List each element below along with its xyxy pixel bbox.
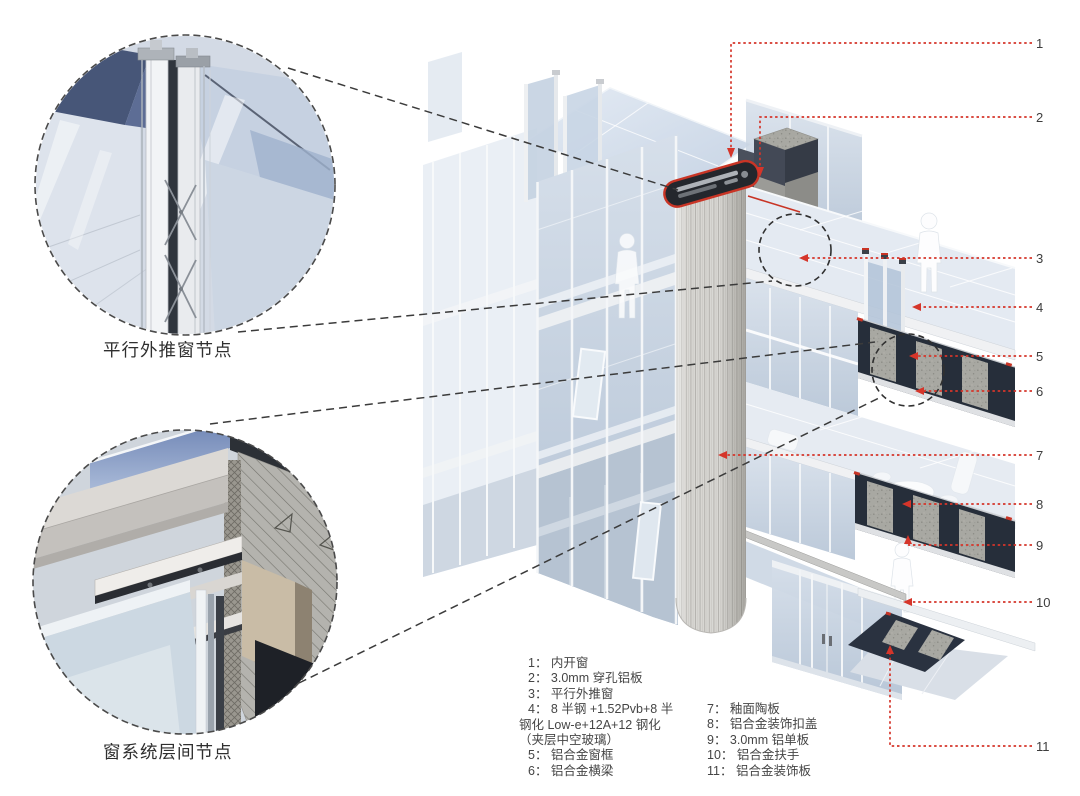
callout-marker-11: 11 bbox=[1036, 739, 1050, 754]
legend-line: 3： 平行外推窗 bbox=[528, 686, 614, 701]
legend-line: 8： 铝合金装饰扣盖 bbox=[707, 717, 818, 732]
legend-line: 1： 内开窗 bbox=[528, 656, 589, 670]
callout-marker-7: 7 bbox=[1036, 448, 1044, 463]
main-glass-facade bbox=[536, 134, 679, 625]
open-window-sash bbox=[571, 347, 663, 581]
zoom-target-circle-top bbox=[758, 213, 832, 287]
zoom-target-circle-mid bbox=[871, 333, 945, 407]
legend-line: 2： 3.0mm 穿孔铝板 bbox=[528, 671, 643, 686]
leader-lines bbox=[725, 42, 1032, 747]
legend-line: （夹层中空玻璃） bbox=[519, 733, 620, 748]
legend-line: 6： 铝合金横梁 bbox=[528, 763, 614, 778]
person-figure-tower bbox=[614, 233, 640, 319]
section-cut-c bbox=[848, 587, 1036, 700]
legend-line: 5： 铝合金窗框 bbox=[528, 748, 614, 763]
section-cut-a bbox=[856, 317, 1016, 427]
callout-marker-8: 8 bbox=[1036, 497, 1044, 512]
person-figure-roof bbox=[916, 212, 942, 293]
callout-marker-10: 10 bbox=[1036, 595, 1051, 610]
detail-label-window-node: 平行外推窗节点 bbox=[103, 340, 233, 360]
person-figure-lower bbox=[890, 542, 914, 613]
detail-view-floor-node bbox=[32, 429, 338, 735]
terrace-balustrade bbox=[862, 248, 906, 336]
callout-marker-2: 2 bbox=[1036, 110, 1044, 125]
legend-line: 10： 铝合金扶手 bbox=[707, 748, 800, 763]
leader-arrowheads bbox=[718, 148, 924, 654]
left-wing-glass bbox=[423, 52, 537, 577]
legend-line: 9： 3.0mm 铝单板 bbox=[707, 732, 810, 747]
legend-line: 11： 铝合金装饰板 bbox=[707, 763, 811, 778]
callout-marker-6: 6 bbox=[1036, 384, 1044, 399]
leader-line-2 bbox=[759, 116, 1032, 170]
right-wing bbox=[699, 98, 1036, 700]
detail-connector-lines bbox=[209, 67, 884, 684]
callout-marker-5: 5 bbox=[1036, 349, 1044, 364]
detail-view-window-node bbox=[34, 34, 336, 336]
detail-label-floor-node: 窗系统层间节点 bbox=[103, 742, 233, 762]
legend-line: 4： 8 半钢 +1.52Pvb+8 半 bbox=[528, 702, 674, 717]
legend-line: 7： 釉面陶板 bbox=[707, 702, 780, 716]
building-model bbox=[423, 52, 1036, 700]
leader-line-1 bbox=[730, 42, 1032, 150]
callout-marker-4: 4 bbox=[1036, 300, 1044, 315]
callout-marker-1: 1 bbox=[1036, 36, 1044, 51]
callout-marker-3: 3 bbox=[1036, 251, 1044, 266]
section-cut-b bbox=[853, 471, 1016, 578]
terracotta-column bbox=[663, 159, 760, 634]
callout-marker-9: 9 bbox=[1036, 538, 1044, 553]
legend-line: 钢化 Low-e+12A+12 钢化 bbox=[519, 717, 661, 732]
